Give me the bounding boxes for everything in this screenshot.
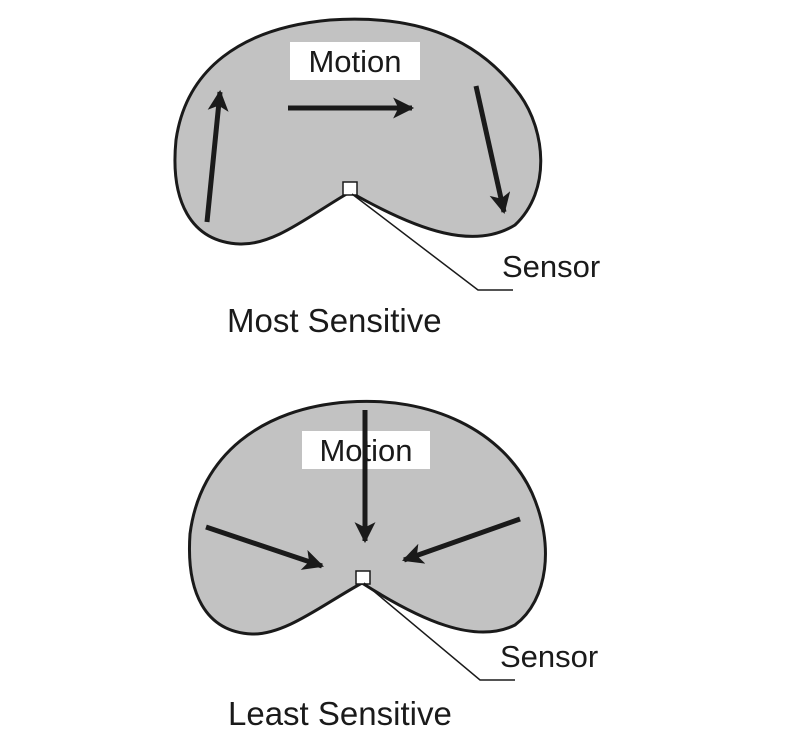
caption-least-sensitive: Least Sensitive: [228, 695, 452, 732]
motion-label-top: Motion: [308, 44, 401, 79]
sensor-label-bottom: Sensor: [500, 639, 598, 674]
arrow-down-right: [473, 85, 511, 215]
panel-most-sensitive: Motion Sensor Most Sensitive: [173, 17, 600, 339]
arrow-in-from-right: [402, 516, 521, 564]
detection-field-top: [173, 17, 543, 246]
sensor-leader-top: [351, 193, 513, 291]
arrow-up-left: [204, 89, 229, 223]
motion-label-box-top: [290, 42, 420, 80]
arrow-in-from-left: [205, 524, 324, 570]
sensor-square-bottom: [355, 570, 371, 585]
sensor-label-top: Sensor: [502, 249, 600, 284]
panel-least-sensitive: Motion Sensor Least Sensitive: [187, 399, 598, 732]
caption-most-sensitive: Most Sensitive: [227, 302, 442, 339]
sensor-square-top: [342, 181, 358, 196]
sensor-leader-bottom: [363, 582, 515, 681]
